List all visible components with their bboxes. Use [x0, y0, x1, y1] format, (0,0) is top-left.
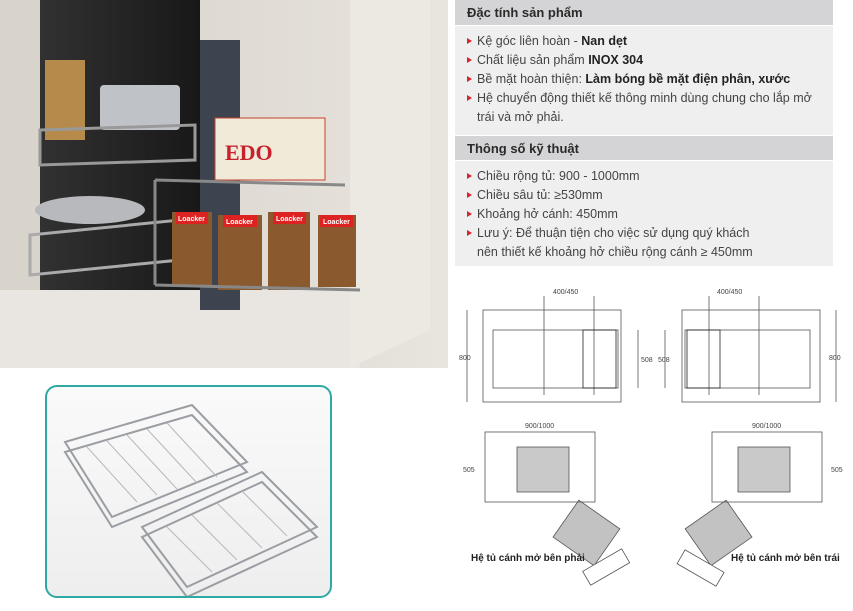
box-brand-text: EDO [225, 140, 273, 165]
plan-view-right [484, 431, 631, 586]
dim-label: 800 [829, 355, 841, 362]
wire-basket-illustration [63, 403, 319, 599]
features-list: Kệ góc liên hoàn - Nan dẹt Chất liệu sản… [455, 26, 833, 135]
dim-label: 505 [463, 467, 475, 474]
dim-label: 900/1000 [525, 423, 554, 430]
basket-product-inset [45, 385, 332, 599]
feature-bold: Làm bóng bề mặt điện phân, xước [585, 72, 791, 86]
specs-list: Chiều rộng tủ: 900 - 1000mm Chiều sâu tủ… [455, 161, 833, 270]
feature-text: Chất liệu sản phẩm [477, 53, 589, 67]
dim-label: 400/450 [717, 289, 742, 296]
features-heading: Đặc tính sản phẩm [455, 0, 833, 26]
product-info-panel: Đặc tính sản phẩm Kệ góc liên hoàn - Nan… [455, 0, 833, 266]
snack-brand-text: Loacker [178, 216, 205, 223]
snack-brand-text: Loacker [323, 219, 350, 226]
feature-item: Hệ chuyển động thiết kế thông minh dùng … [467, 89, 823, 127]
spec-item: Khoảng hở cánh: 450mm [467, 205, 823, 224]
snack-brand-text: Loacker [226, 219, 253, 226]
spec-item: Chiều rộng tủ: 900 - 1000mm [467, 167, 823, 186]
spec-item: Lưu ý: Để thuận tiện cho việc sử dụng qu… [467, 224, 823, 262]
feature-item: Chất liệu sản phẩm INOX 304 [467, 51, 823, 70]
dim-label: 900/1000 [752, 423, 781, 430]
kitchen-cabinet-illustration: EDO Loacker Loacker Loacker Loacker [0, 0, 430, 368]
top-view-right [466, 296, 639, 403]
dim-label: 800 [459, 355, 471, 362]
technical-diagrams: 400/450 800 508 400/450 508 800 900/1000… [455, 280, 853, 606]
feature-text: Hệ chuyển động thiết kế thông minh dùng … [477, 91, 812, 124]
feature-bold: Nan dẹt [581, 34, 628, 48]
feature-text: Bề mặt hoàn thiện: [477, 72, 586, 86]
specs-heading: Thông số kỹ thuật [455, 135, 833, 161]
top-view-left [664, 296, 837, 403]
caption-left-door: Hệ tủ cánh mở bên trái [731, 553, 840, 564]
product-photo: EDO Loacker Loacker Loacker Loacker [0, 0, 448, 368]
dim-label: 508 [658, 357, 670, 364]
dim-label: 400/450 [553, 289, 578, 296]
dim-label: 508 [641, 357, 653, 364]
feature-item: Bề mặt hoàn thiện: Làm bóng bề mặt điện … [467, 70, 823, 89]
snack-brand-text: Loacker [276, 216, 303, 223]
dim-label: 505 [831, 467, 843, 474]
spec-item: Chiều sâu tủ: ≥530mm [467, 186, 823, 205]
plan-view-left [676, 431, 823, 587]
feature-text: Kệ góc liên hoàn - [477, 34, 582, 48]
caption-right-door: Hệ tủ cánh mở bên phải [471, 553, 585, 564]
feature-item: Kệ góc liên hoàn - Nan dẹt [467, 32, 823, 51]
feature-bold: INOX 304 [588, 53, 644, 67]
